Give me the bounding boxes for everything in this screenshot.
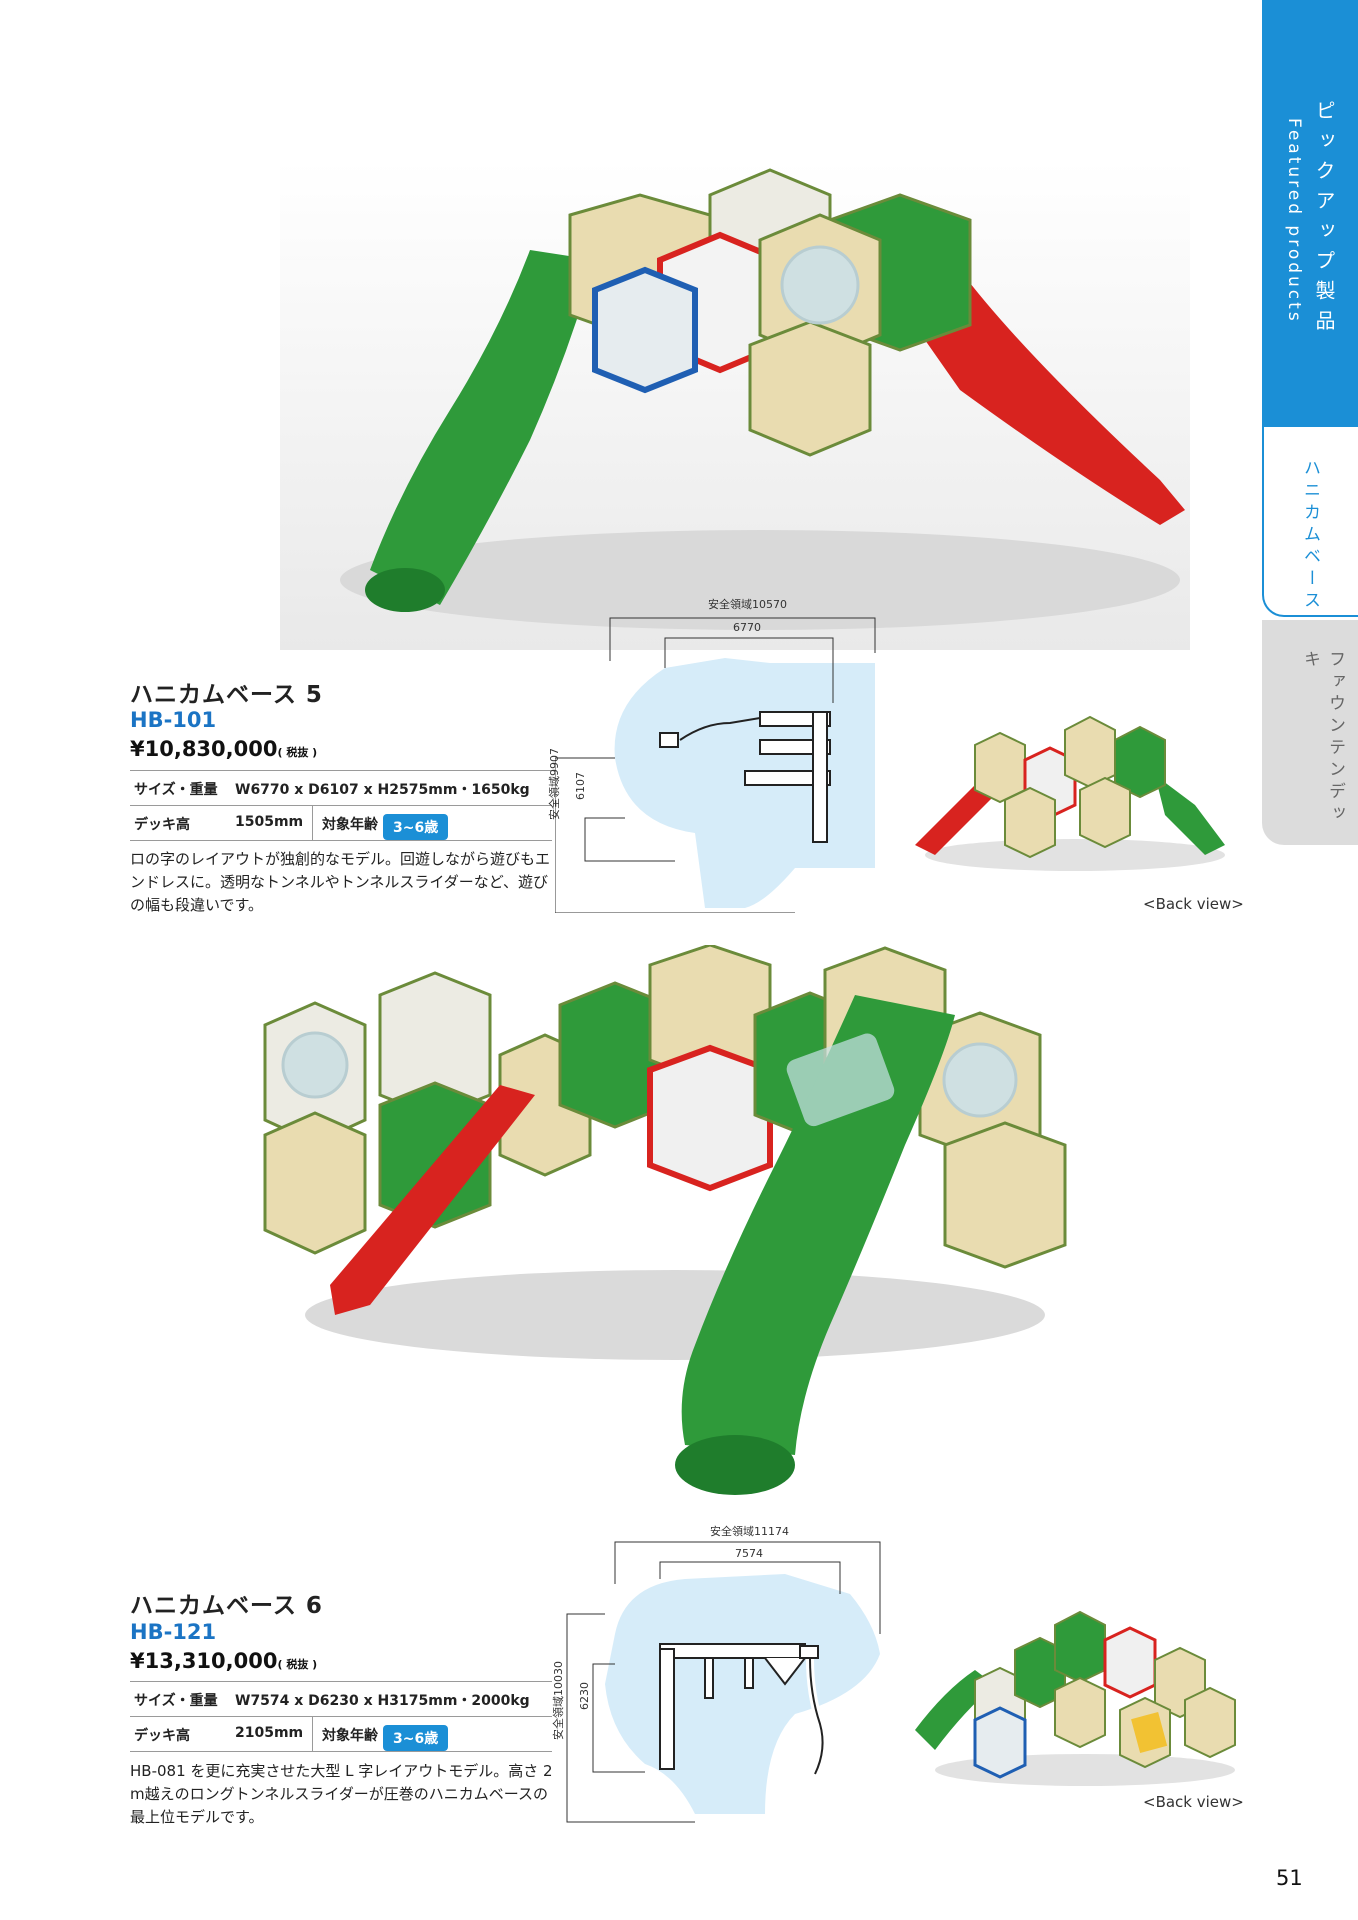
- product-1-dimension-diagram: [555, 617, 876, 913]
- product-2-name: ハニカムベース 6: [130, 1593, 323, 1619]
- tab-fountain-label: ファウンテンデッキ: [1300, 650, 1345, 826]
- product-1-width: 6770: [733, 621, 761, 634]
- product-1-size-row: サイズ・重量 W6770 x D6107 x H2575mm・1650kg: [130, 770, 552, 804]
- product-1-name: ハニカムベース 5: [130, 682, 323, 708]
- product-2-deck-label: デッキ高: [134, 1728, 190, 1744]
- product-2-size-value: W7574 x D6230 x H3175mm・2000kg: [235, 1693, 530, 1709]
- product-2-code: HB-121: [130, 1620, 217, 1644]
- product-2-age-label: 対象年齢: [322, 1728, 378, 1744]
- product-2-back-view-label: <Back view>: [1143, 1793, 1244, 1811]
- product-2-price-block: ¥13,310,000( 税抜 ): [130, 1649, 317, 1673]
- tab-honeycomb-label: ハニカムベース: [1300, 459, 1320, 613]
- product-1-description: ロの字のレイアウトが独創的なモデル。回遊しながら遊びもエンドレスに。透明なトンネ…: [130, 850, 551, 914]
- product-2-deck-row: デッキ高 2105mm 対象年齢 3~6歳: [130, 1716, 552, 1752]
- product-1-size-label: サイズ・重量: [134, 782, 218, 798]
- tab-featured-products[interactable]: ピックアップ製品 Featured products: [1262, 0, 1358, 425]
- product-1-main-image: [280, 160, 1190, 650]
- product-1-age-label: 対象年齢: [322, 817, 378, 833]
- tab-featured-jp: ピックアップ製品: [1312, 100, 1336, 340]
- product-1-back-view-image: [915, 715, 1225, 871]
- page-number: 51: [1276, 1866, 1303, 1890]
- product-2-price: ¥13,310,000: [130, 1649, 278, 1673]
- product-2-dimension-diagram: [566, 1541, 881, 1823]
- product-2-main-image: [263, 945, 1067, 1495]
- product-2-size-label: サイズ・重量: [134, 1693, 218, 1709]
- tab-honeycomb-base[interactable]: ハニカムベース: [1262, 425, 1358, 617]
- tab-fountain-deck[interactable]: ファウンテンデッキ: [1262, 620, 1358, 845]
- product-2-age-badge: 3~6歳: [383, 1725, 449, 1751]
- product-1-deck-row: デッキ高 1505mm 対象年齢 3~6歳: [130, 805, 552, 841]
- product-2-row-divider: [312, 1717, 313, 1751]
- product-2-back-view-image: [915, 1610, 1236, 1786]
- product-2-safety-depth: 安全領域10030: [552, 1661, 565, 1740]
- product-2-deck-value: 2105mm: [235, 1725, 304, 1741]
- product-1-price-block: ¥10,830,000( 税抜 ): [130, 737, 317, 761]
- product-1-deck-label: デッキ高: [134, 817, 190, 833]
- product-1-deck-value: 1505mm: [235, 814, 304, 830]
- product-2-width: 7574: [735, 1547, 763, 1560]
- product-2-size-row: サイズ・重量 W7574 x D6230 x H3175mm・2000kg: [130, 1681, 552, 1715]
- product-1-tax-note: ( 税抜 ): [277, 746, 318, 759]
- product-2-tax-note: ( 税抜 ): [277, 1658, 318, 1671]
- product-1-back-view-label: <Back view>: [1143, 895, 1244, 913]
- product-1-price: ¥10,830,000: [130, 737, 278, 761]
- product-1-row-divider: [312, 806, 313, 840]
- product-1-safety-width: 安全領域10570: [708, 598, 787, 611]
- product-2-safety-width: 安全領域11174: [710, 1525, 789, 1538]
- product-2-description: HB-081 を更に充実させた大型 L 字レイアウトモデル。高さ 2 m越えのロ…: [130, 1762, 553, 1826]
- product-1-age-badge: 3~6歳: [383, 814, 449, 840]
- product-1-code: HB-101: [130, 708, 217, 732]
- product-1-size-value: W6770 x D6107 x H2575mm・1650kg: [235, 782, 530, 798]
- tab-featured-en: Featured products: [1284, 118, 1304, 324]
